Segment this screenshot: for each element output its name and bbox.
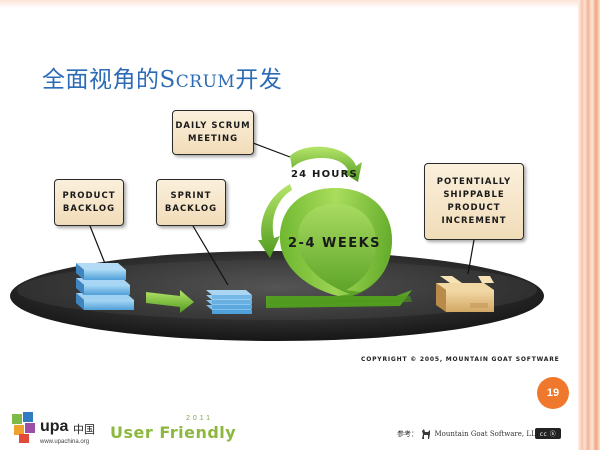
reference-line: 参考： Mountain Goat Software, LLC — [397, 428, 541, 440]
daily-cycle-arrow-icon — [258, 146, 362, 258]
creative-commons-icon: cc ⓑ — [535, 428, 561, 439]
platform-highlight — [17, 260, 537, 320]
product-backlog-pointer — [89, 225, 107, 267]
page-number-badge: 19 — [537, 377, 569, 409]
copyright-text: Copyright © 2005, Mountain Goat Software — [361, 356, 560, 363]
product-backlog-label: Product Backlog — [62, 190, 116, 214]
daily-scrum-pointer — [252, 142, 291, 158]
hours-label: 24 Hours — [291, 169, 358, 180]
sprint-backlog-label: Sprint Backlog — [164, 190, 218, 214]
daily-scrum-label: Daily Scrum Meeting — [175, 120, 251, 144]
title-cn-suffix: 开发 — [235, 67, 283, 93]
slide-right-border — [578, 0, 600, 450]
sprint-backlog-pointer — [192, 225, 229, 286]
potentially-shippable-label: Potentially Shippable Product Increment — [436, 176, 512, 226]
slide-top-border — [0, 0, 578, 8]
product-increment-box-icon — [436, 276, 494, 312]
weeks-label: 2-4 Weeks — [288, 236, 382, 251]
reference-source: Mountain Goat Software, LLC — [434, 430, 542, 438]
increment-pointer — [467, 239, 475, 275]
upa-text: upa — [40, 418, 69, 435]
upa-logo: upa 中国 www.upachina.org — [10, 408, 100, 448]
title-cn-prefix: 全面视角的 — [42, 67, 160, 93]
reference-prefix: 参考： — [397, 430, 418, 438]
upa-cube-icon — [12, 412, 35, 443]
upa-url: www.upachina.org — [40, 439, 90, 445]
user-friendly-year: 2011 — [186, 415, 214, 422]
user-friendly-logo-text: User Friendly — [110, 423, 237, 442]
goat-icon — [422, 429, 431, 439]
potentially-shippable-box: Potentially Shippable Product Increment — [424, 163, 524, 240]
upa-china-text: 中国 — [73, 423, 95, 436]
title-scrum-initial: S — [159, 67, 176, 93]
product-backlog-box: Product Backlog — [54, 179, 124, 226]
sprint-backlog-box: Sprint Backlog — [156, 179, 226, 226]
sprint-backlog-stack-icon — [206, 290, 252, 314]
daily-scrum-meeting-box: Daily Scrum Meeting — [172, 110, 254, 155]
flow-arrow-1-icon — [146, 290, 194, 313]
title-scrum-rest: CRUM — [175, 72, 236, 92]
sprint-cycle-arrow-icon — [266, 188, 412, 308]
product-backlog-stack-icon — [76, 263, 134, 310]
slide-title: 全面视角的SCRUM开发 — [42, 60, 282, 94]
